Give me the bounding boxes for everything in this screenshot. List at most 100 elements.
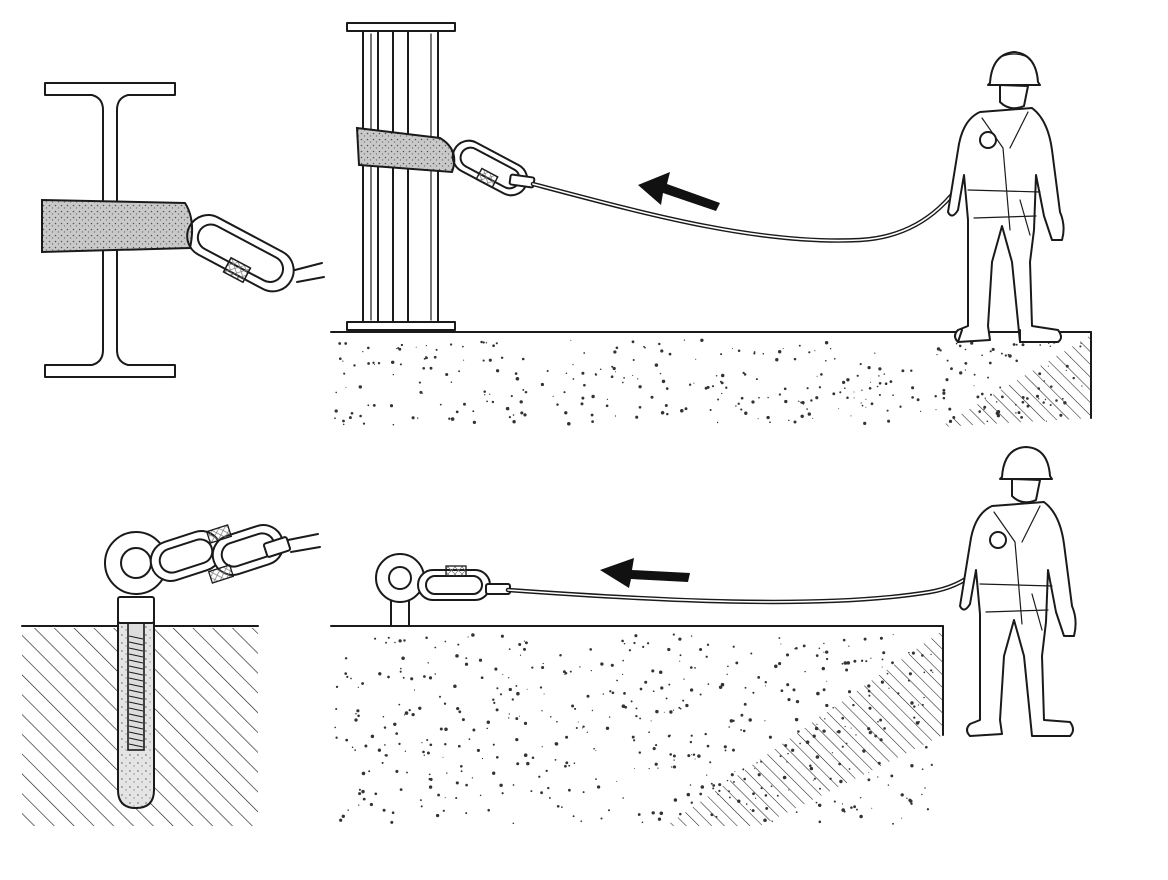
concrete-fleck <box>815 654 819 657</box>
concrete-fleck <box>593 747 595 750</box>
concrete-fleck <box>740 729 743 731</box>
concrete-fleck <box>522 388 525 391</box>
concrete-fleck <box>874 734 878 738</box>
concrete-fleck <box>359 414 362 418</box>
concrete-fleck <box>833 357 836 360</box>
concrete-fleck <box>382 715 385 718</box>
concrete-fleck <box>916 398 920 402</box>
concrete-fleck <box>884 382 888 386</box>
concrete-fleck <box>635 415 639 419</box>
concrete-fleck <box>648 768 650 770</box>
concrete-fleck <box>602 693 605 695</box>
concrete-fleck <box>748 718 752 722</box>
concrete-fleck <box>599 368 602 371</box>
concrete-fleck <box>829 347 832 350</box>
concrete-fleck <box>687 754 691 758</box>
concrete-fleck <box>564 673 566 675</box>
concrete-fleck <box>484 394 486 396</box>
concrete-fleck <box>829 777 832 780</box>
concrete-fleck <box>1004 354 1007 357</box>
concrete-fleck <box>399 363 402 366</box>
concrete-fleck <box>824 340 829 345</box>
concrete-fleck <box>887 784 890 786</box>
concrete-fleck <box>863 421 867 425</box>
concrete-fleck <box>816 691 820 696</box>
thread-line <box>128 653 144 658</box>
concrete-fleck <box>367 362 370 365</box>
concrete-fleck <box>356 709 360 713</box>
concrete-fleck <box>1079 345 1082 348</box>
concrete-fleck <box>491 400 495 404</box>
concrete-fleck <box>744 411 748 415</box>
concrete-fleck <box>731 348 733 350</box>
concrete-fleck <box>859 363 862 366</box>
concrete-fleck <box>399 788 403 791</box>
concrete-fleck <box>423 357 426 360</box>
concrete-fleck <box>970 341 974 345</box>
concrete-fleck <box>665 387 669 390</box>
concrete-fleck <box>981 354 983 357</box>
concrete-fleck <box>459 764 463 768</box>
concrete-fleck <box>492 771 496 775</box>
concrete-fleck <box>1065 369 1067 371</box>
concrete-fleck <box>709 408 712 412</box>
concrete-fleck <box>800 414 804 419</box>
concrete-fleck <box>988 361 992 365</box>
concrete-fleck <box>428 773 431 776</box>
concrete-fleck <box>757 773 761 777</box>
concrete-fleck <box>392 423 395 426</box>
concrete-fleck <box>390 820 394 824</box>
concrete-fleck <box>543 693 545 695</box>
concrete-fleck <box>788 419 790 422</box>
concrete-fleck <box>435 813 440 818</box>
concrete-fleck <box>1037 387 1041 390</box>
concrete-fleck <box>886 409 889 412</box>
concrete-fleck <box>959 371 963 375</box>
concrete-fleck <box>815 801 818 804</box>
concrete-fleck <box>609 690 612 693</box>
concrete-fleck <box>668 683 671 686</box>
concrete-fleck <box>428 785 433 789</box>
concrete-fleck <box>351 746 354 749</box>
concrete-fleck <box>361 771 366 776</box>
concrete-fleck <box>850 415 852 417</box>
concrete-fleck <box>853 397 855 399</box>
concrete-fleck <box>740 396 744 400</box>
concrete-fleck <box>641 821 644 824</box>
concrete-fleck <box>419 390 423 394</box>
concrete-fleck <box>892 394 894 397</box>
concrete-fleck <box>420 805 423 808</box>
concrete-fleck <box>1008 354 1012 358</box>
concrete-fleck <box>418 706 422 710</box>
concrete-fleck <box>850 727 852 729</box>
concrete-fleck <box>673 798 678 802</box>
concrete-fleck <box>683 339 686 341</box>
concrete-fleck <box>921 793 923 796</box>
concrete-fleck <box>867 689 871 693</box>
concrete-fleck <box>457 643 460 646</box>
i-beam-sling-anchor-detail <box>41 82 325 378</box>
concrete-fleck <box>846 396 849 400</box>
concrete-fleck <box>814 726 819 731</box>
concrete-fleck <box>355 712 357 715</box>
concrete-fleck <box>821 666 825 671</box>
concrete-fleck <box>508 713 510 715</box>
concrete-fleck <box>812 734 816 738</box>
webbing-sling <box>41 198 194 254</box>
concrete-fleck <box>842 638 846 642</box>
concrete-fleck <box>907 679 911 682</box>
concrete-fleck <box>718 685 723 690</box>
concrete-fleck <box>795 699 800 704</box>
concrete-fleck <box>453 684 457 689</box>
concrete-fleck <box>438 695 442 698</box>
concrete-fleck <box>1020 416 1023 419</box>
concrete-fleck <box>672 633 675 636</box>
steel-column <box>346 22 456 331</box>
concrete-fleck <box>924 745 928 749</box>
concrete-fleck <box>732 748 735 752</box>
concrete-fleck <box>910 764 914 768</box>
concrete-fleck <box>825 703 829 708</box>
concrete-fleck <box>694 758 696 760</box>
eyebolt-carabiner <box>417 565 511 601</box>
concrete-fleck <box>362 797 366 801</box>
